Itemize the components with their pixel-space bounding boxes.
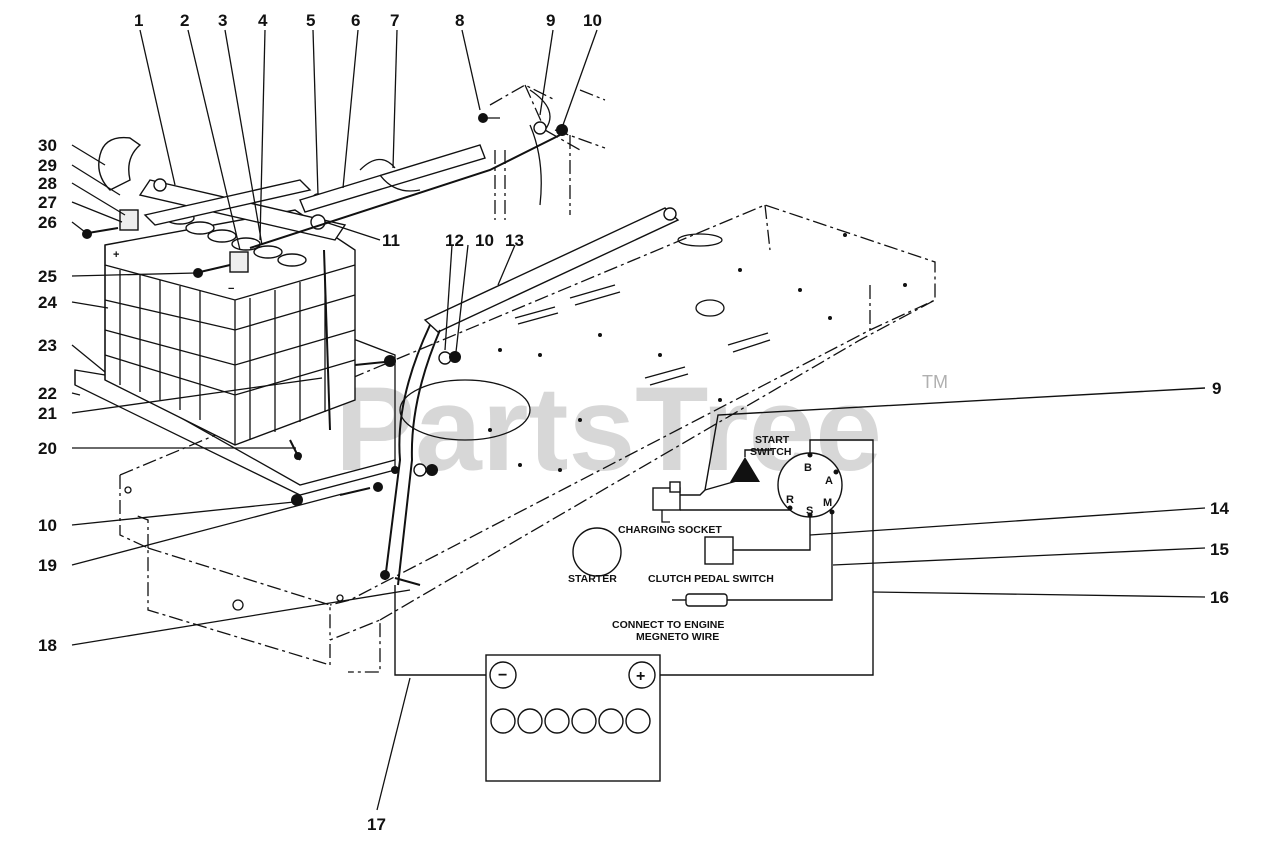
callout-27: 27 xyxy=(38,193,57,212)
callout-8: 8 xyxy=(455,11,464,30)
callout-24: 24 xyxy=(38,293,57,312)
charging-socket-label: CHARGING SOCKET xyxy=(618,524,722,536)
callout-20: 20 xyxy=(38,439,57,458)
callout-21: 21 xyxy=(38,404,57,423)
leader-lines xyxy=(71,29,598,811)
battery-illustration: + − xyxy=(104,209,356,446)
callout-17: 17 xyxy=(367,815,386,834)
clutch-pedal-switch-label: CLUTCH PEDAL SWITCH xyxy=(648,573,774,585)
callout-3: 3 xyxy=(218,11,227,30)
callout-22: 22 xyxy=(38,384,57,403)
battery-plus-terminal: + xyxy=(636,668,645,685)
ground-icon xyxy=(730,457,760,482)
callout-10-top: 10 xyxy=(583,11,602,30)
magneto-connector-symbol xyxy=(685,593,728,607)
terminal-s: S xyxy=(806,505,813,517)
battery-minus-mark: − xyxy=(228,283,234,295)
callout-11: 11 xyxy=(382,231,400,250)
callout-18: 18 xyxy=(38,636,57,655)
callout-14: 14 xyxy=(1210,499,1229,518)
callout-4: 4 xyxy=(258,11,268,30)
callout-9-top: 9 xyxy=(546,11,555,30)
callout-15: 15 xyxy=(1210,540,1229,559)
callout-16: 16 xyxy=(1210,588,1229,607)
callout-7: 7 xyxy=(390,11,399,30)
callout-5: 5 xyxy=(306,11,315,30)
callout-numbers: 1 2 3 4 5 6 7 8 9 10 11 12 10 13 30 29 2… xyxy=(38,11,1229,834)
start-switch-label-line1: START xyxy=(755,434,790,446)
callout-2: 2 xyxy=(180,11,189,30)
callout-25: 25 xyxy=(38,267,57,286)
starter-label: STARTER xyxy=(568,573,617,585)
callout-26: 26 xyxy=(38,213,57,232)
watermark-trademark: TM xyxy=(922,372,948,392)
callout-1: 1 xyxy=(134,11,143,30)
battery-minus-terminal: − xyxy=(498,667,507,684)
start-switch-label: SWITCH xyxy=(750,446,791,458)
callout-23: 23 xyxy=(38,336,57,355)
connect-engine-label-1: CONNECT TO ENGINE xyxy=(612,619,724,631)
terminal-a: A xyxy=(825,475,833,487)
callout-12: 12 xyxy=(445,231,464,250)
starter-symbol xyxy=(572,527,622,577)
callout-30: 30 xyxy=(38,136,57,155)
wiring-schematic: B A R S M START SWITCH CHARGING SOCKET S… xyxy=(394,387,1206,782)
callout-10-left: 10 xyxy=(38,516,57,535)
terminal-m: M xyxy=(823,497,832,509)
mechanical-drawing: + − xyxy=(74,84,936,673)
callout-6: 6 xyxy=(351,11,360,30)
callout-13: 13 xyxy=(505,231,524,250)
charging-socket-symbol xyxy=(652,487,681,511)
callout-9-right: 9 xyxy=(1212,379,1221,398)
callout-28: 28 xyxy=(38,174,57,193)
connect-engine-label-2: MEGNETO WIRE xyxy=(636,631,719,643)
terminal-r: R xyxy=(786,494,794,506)
callout-29: 29 xyxy=(38,156,57,175)
terminal-b: B xyxy=(804,462,812,474)
battery-plus-mark: + xyxy=(113,249,119,261)
callout-19: 19 xyxy=(38,556,57,575)
callout-10-mid: 10 xyxy=(475,231,494,250)
clutch-pedal-switch-symbol xyxy=(704,536,734,565)
